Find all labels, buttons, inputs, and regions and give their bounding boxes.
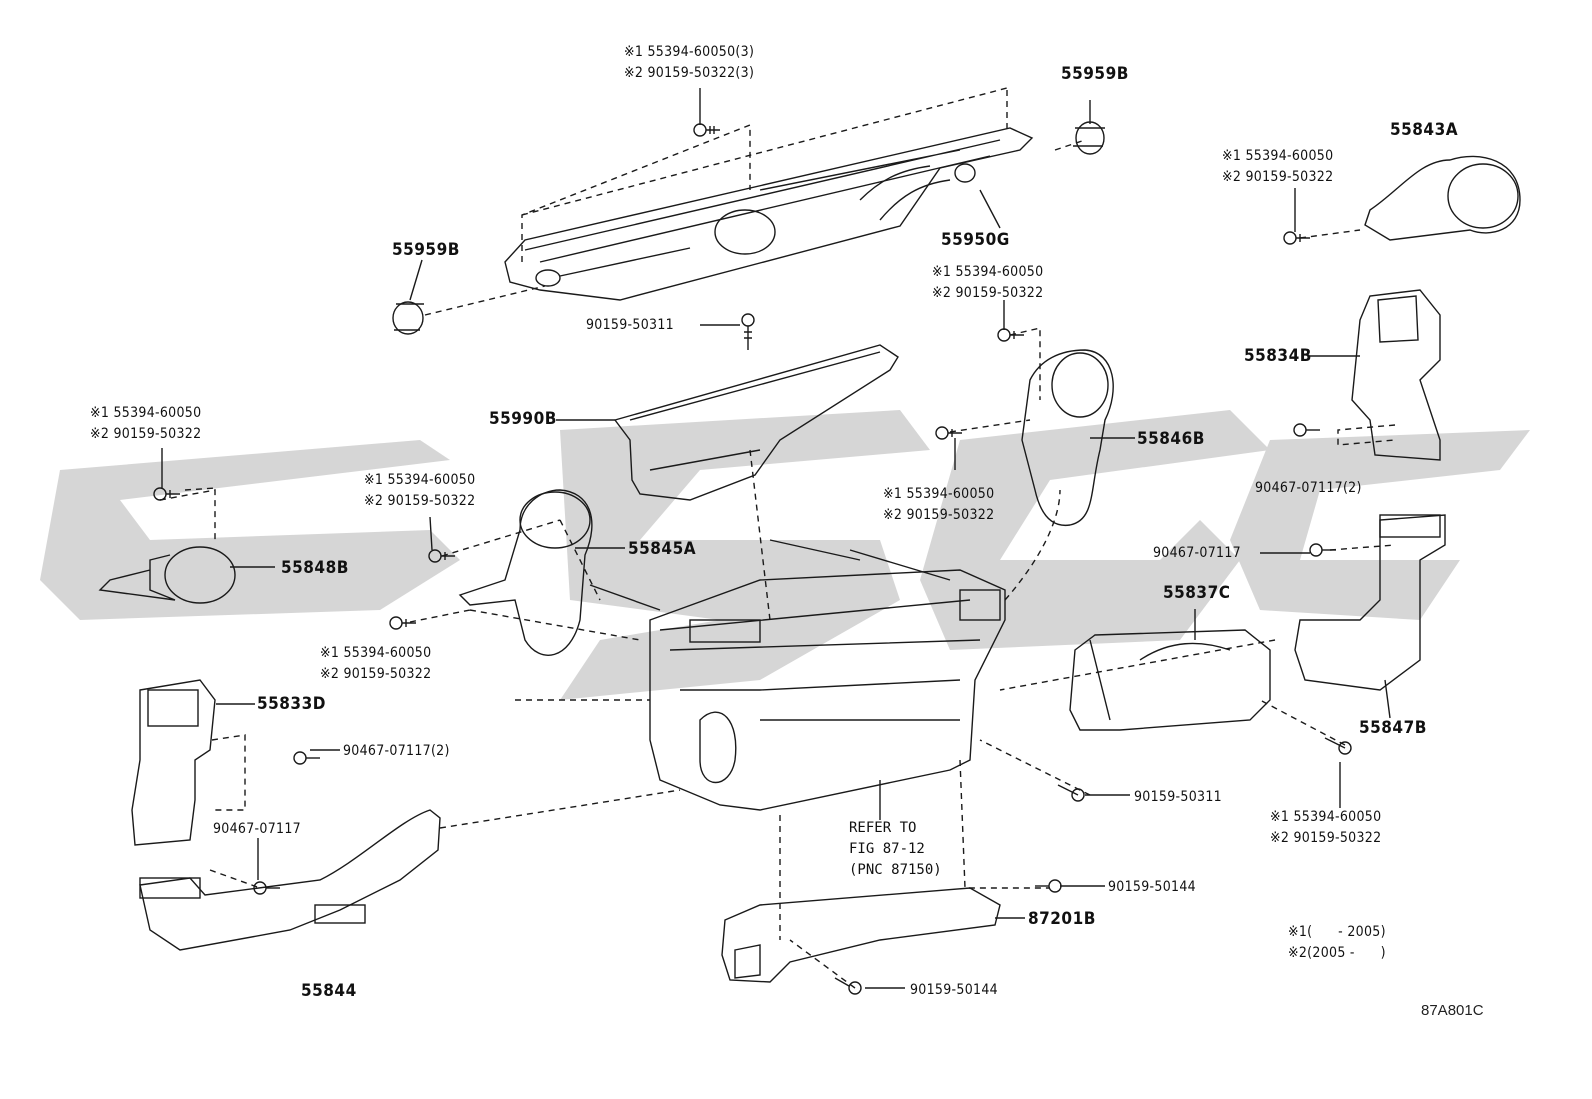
fastener-line: ※1 55394-60050	[320, 645, 432, 661]
part-label-55834B[interactable]: 55834B	[1244, 346, 1312, 366]
part-label-55959B-top[interactable]: 55959B	[1061, 64, 1129, 84]
fastener-pair-center[interactable]: ※1 55394-60050 ※2 90159-50322	[883, 484, 994, 526]
fastener-line: ※2 90159-50322	[90, 426, 202, 442]
part-label-87201B[interactable]: 87201B	[1028, 909, 1096, 929]
fastener-90159-50311-bottom[interactable]: 90159-50311	[1134, 789, 1222, 805]
legend-line: ※1( - 2005)	[1288, 924, 1386, 940]
fastener-line: ※2 90159-50322	[320, 666, 432, 682]
fastener-pair-mid[interactable]: ※1 55394-60050 ※2 90159-50322	[932, 262, 1043, 304]
date-legend: ※1( - 2005) ※2(2005 - )	[1288, 922, 1386, 964]
fastener-line: ※1 55394-60050	[883, 486, 995, 502]
part-label-55847B[interactable]: 55847B	[1359, 718, 1427, 738]
heater-unit-outline	[649, 569, 1006, 811]
part-label-55844[interactable]: 55844	[301, 981, 357, 1001]
fastener-90159-50311-top[interactable]: 90159-50311	[586, 317, 674, 333]
fastener-line: ※1 55394-60050	[932, 264, 1044, 280]
refer-note-line: FIG 87-12	[849, 841, 925, 857]
fastener-line: ※2 90159-50322	[364, 493, 476, 509]
diagram-code: 87A801C	[1421, 1002, 1484, 1019]
fastener-90467-07117-right[interactable]: 90467-07117	[1153, 545, 1241, 561]
refer-note-line: (PNC 87150)	[849, 862, 942, 878]
fastener-line: ※1 55394-60050	[364, 472, 476, 488]
fastener-pair-top[interactable]: ※1 55394-60050(3) ※2 90159-50322(3)	[624, 42, 754, 84]
fastener-line: ※2 90159-50322	[883, 507, 995, 523]
part-label-55837C[interactable]: 55837C	[1163, 583, 1231, 603]
part-label-55848B[interactable]: 55848B	[281, 558, 349, 578]
fastener-90467-07117-2-left[interactable]: 90467-07117(2)	[343, 743, 450, 759]
fastener-line: ※2 90159-50322(3)	[624, 65, 755, 81]
fastener-pair-lower-left[interactable]: ※1 55394-60050 ※2 90159-50322	[320, 643, 431, 685]
soc-watermark	[40, 410, 1530, 700]
part-label-55846B[interactable]: 55846B	[1137, 429, 1205, 449]
fastener-line: ※2 90159-50322	[1222, 169, 1334, 185]
fastener-pair-right-bottom[interactable]: ※1 55394-60050 ※2 90159-50322	[1270, 807, 1381, 849]
fastener-line: ※2 90159-50322	[1270, 830, 1382, 846]
fastener-pair-mid-left[interactable]: ※1 55394-60050 ※2 90159-50322	[364, 470, 475, 512]
line-art	[98, 87, 1521, 995]
fastener-90467-07117-2-right[interactable]: 90467-07117(2)	[1255, 480, 1362, 496]
refer-note-line: REFER TO	[849, 820, 917, 836]
refer-note[interactable]: REFER TO FIG 87-12 (PNC 87150)	[849, 818, 942, 881]
part-label-55990B[interactable]: 55990B	[489, 409, 557, 429]
fastener-90159-50144-right[interactable]: 90159-50144	[1108, 879, 1196, 895]
part-label-55959B-left[interactable]: 55959B	[392, 240, 460, 260]
fastener-90159-50144-bottom[interactable]: 90159-50144	[910, 982, 998, 998]
fastener-line: ※2 90159-50322	[932, 285, 1044, 301]
fastener-line: ※1 55394-60050	[1222, 148, 1334, 164]
part-label-55845A[interactable]: 55845A	[628, 539, 697, 559]
fastener-90467-07117-left[interactable]: 90467-07117	[213, 821, 301, 837]
fastener-pair-left[interactable]: ※1 55394-60050 ※2 90159-50322	[90, 403, 201, 445]
legend-line: ※2(2005 - )	[1288, 945, 1386, 961]
part-label-55843A[interactable]: 55843A	[1390, 120, 1459, 140]
fastener-line: ※1 55394-60050(3)	[624, 44, 755, 60]
bolt-icon-top	[693, 123, 720, 137]
part-label-55950G[interactable]: 55950G	[941, 230, 1010, 250]
fastener-line: ※1 55394-60050	[90, 405, 202, 421]
fastener-line: ※1 55394-60050	[1270, 809, 1382, 825]
part-label-55833D[interactable]: 55833D	[257, 694, 326, 714]
fastener-pair-right-top[interactable]: ※1 55394-60050 ※2 90159-50322	[1222, 146, 1333, 188]
